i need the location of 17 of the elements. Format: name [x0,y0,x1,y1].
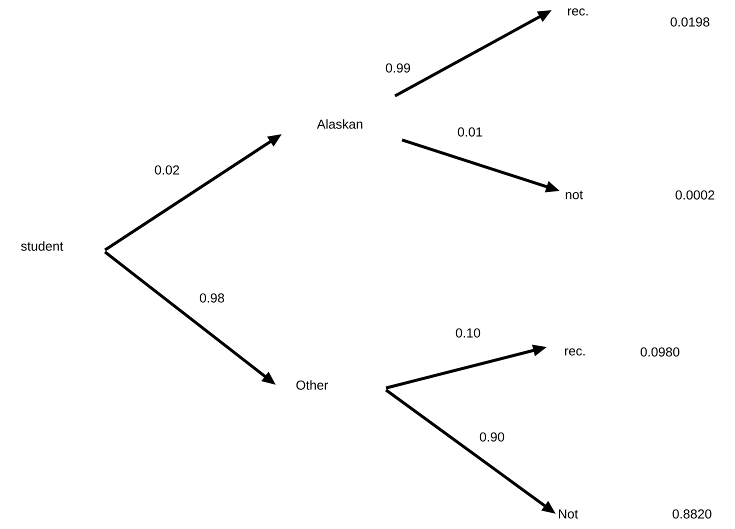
edge-label: 0.98 [200,293,224,303]
node-label: Alaskan [316,119,362,129]
node-label: rec. [565,348,585,356]
probability-label: 0.0980 [640,347,680,357]
edge-label: 0.01 [458,127,482,137]
node-label: Other [296,380,328,390]
edge-label: 0.10 [456,328,480,338]
probability-label: 0.0198 [670,17,710,27]
node-label: rec. [568,8,588,16]
edge-label: 0.02 [154,165,179,175]
node-label: Not [558,509,578,519]
edge-label: 0.90 [480,432,504,442]
node-label: not [566,190,583,200]
node-label: student [21,241,64,251]
probability-label: 0.0002 [676,190,714,200]
edge-label: 0.99 [386,63,410,73]
probability-label: 0.8820 [672,509,712,519]
